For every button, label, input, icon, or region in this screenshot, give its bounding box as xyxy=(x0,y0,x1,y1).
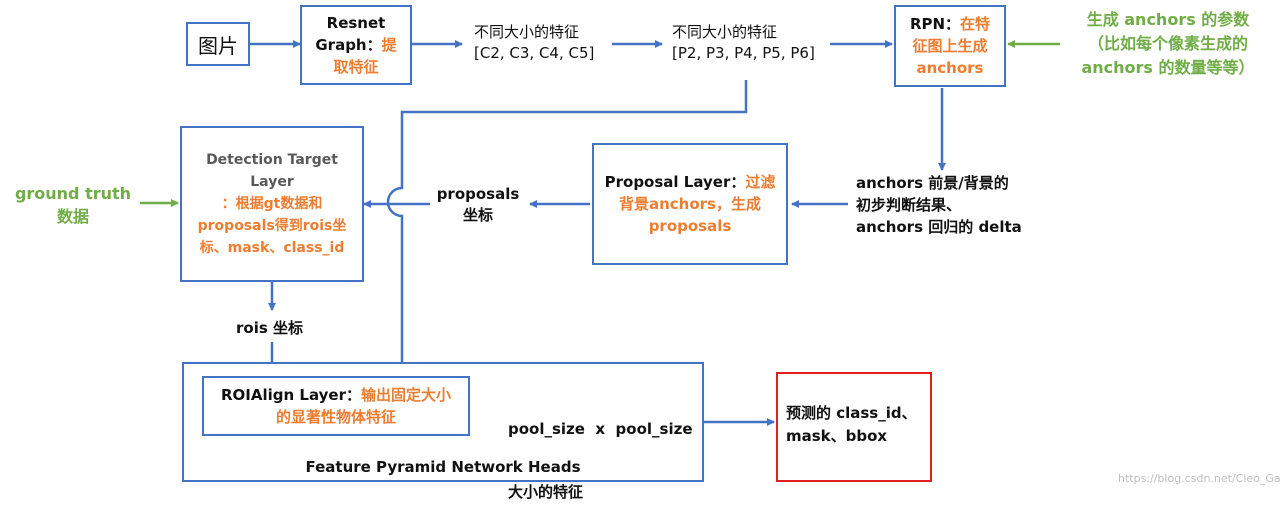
proposal-layer-desc-a: 过滤 xyxy=(745,173,776,191)
pool-size-line1: pool_size x pool_size xyxy=(508,420,693,438)
pool-size-label: pool_size x pool_size 大小的特征 xyxy=(508,377,693,524)
proposals-coords-line1: proposals xyxy=(436,185,520,203)
rois-coords-label: rois 坐标 xyxy=(236,319,303,337)
detection-target-desc-a: ：根据gt数据和 xyxy=(221,196,323,212)
prediction-node: 预测的 class_id、 mask、bbox xyxy=(776,372,932,482)
arrow-p-features-to-roialign xyxy=(386,80,748,375)
prediction-line1: 预测的 class_id、 xyxy=(786,404,917,422)
ground-truth-line2: 数据 xyxy=(56,207,89,226)
watermark: https://blog.csdn.net/Cleo_Gao xyxy=(1118,472,1280,485)
image-input-label: 图片 xyxy=(198,33,238,58)
detection-target-title: Detection Target Layer xyxy=(206,152,338,190)
proposal-layer-title: Proposal Layer： xyxy=(604,173,746,191)
roialign-title: ROIAlign Layer： xyxy=(221,386,361,404)
rpn-desc-b: 征图上生成 xyxy=(912,37,988,55)
resnet-desc-a: 提 xyxy=(381,36,397,54)
proposals-coords-line2: 坐标 xyxy=(462,206,493,224)
anchor-params-line1: 生成 anchors 的参数 xyxy=(1086,10,1250,29)
ground-truth-label: ground truth 数据 xyxy=(10,182,136,228)
rpn-output-line1: anchors 前景/背景的 xyxy=(856,174,1009,192)
anchor-params-label: 生成 anchors 的参数 （比如每个像素生成的 anchors 的数量等等） xyxy=(1058,8,1278,80)
connector-layer xyxy=(140,40,1060,426)
resnet-graph-label: Graph： xyxy=(315,36,382,54)
rpn-node: RPN：在特 征图上生成 anchors xyxy=(894,5,1006,87)
resnet-title: Resnet xyxy=(326,14,386,32)
rpn-desc-a: 在特 xyxy=(960,15,991,33)
anchor-params-line2: （比如每个像素生成的 xyxy=(1087,34,1248,53)
detection-target-desc-b: proposals得到rois坐 xyxy=(197,218,347,234)
roialign-desc-a: 输出固定大小 xyxy=(360,386,451,404)
fpn-heads-label: Feature Pyramid Network Heads xyxy=(305,458,581,476)
detection-target-node: Detection Target Layer ：根据gt数据和 proposal… xyxy=(180,126,364,282)
c-features-line2: [C2, C3, C4, C5] xyxy=(474,44,595,62)
prediction-line2: mask、bbox xyxy=(786,427,888,445)
p-features-line1: 不同大小的特征 xyxy=(672,23,778,41)
pool-size-line2: 大小的特征 xyxy=(508,483,584,501)
roialign-desc-b: 的显著性物体特征 xyxy=(275,408,396,426)
p-features-line2: [P2, P3, P4, P5, P6] xyxy=(672,44,815,62)
c-features-line1: 不同大小的特征 xyxy=(474,23,580,41)
image-input-node: 图片 xyxy=(186,22,250,66)
roialign-node: ROIAlign Layer：输出固定大小 的显著性物体特征 xyxy=(202,376,470,436)
proposal-layer-node: Proposal Layer：过滤 背景anchors，生成 proposals xyxy=(592,143,788,265)
p-features-label: 不同大小的特征 [P2, P3, P4, P5, P6] xyxy=(672,22,815,64)
resnet-desc-b: 取特征 xyxy=(333,58,379,76)
proposal-layer-desc-c: proposals xyxy=(648,217,732,235)
rpn-title: RPN： xyxy=(909,15,961,33)
proposal-layer-desc-b: 背景anchors，生成 xyxy=(618,195,761,213)
detection-target-desc-c: 标、mask、class_id xyxy=(199,240,345,256)
rpn-desc-c: anchors xyxy=(916,59,984,77)
rpn-output-line2: 初步判断结果、 xyxy=(856,196,962,214)
anchor-params-line3: anchors 的数量等等） xyxy=(1081,58,1255,77)
proposals-coords-label: proposals 坐标 xyxy=(436,184,520,226)
ground-truth-line1: ground truth xyxy=(14,184,132,203)
resnet-node: Resnet Graph：提 取特征 xyxy=(300,5,412,85)
rpn-output-label: anchors 前景/背景的 初步判断结果、 anchors 回归的 delta xyxy=(856,172,1022,238)
rpn-output-line3: anchors 回归的 delta xyxy=(856,218,1022,236)
c-features-label: 不同大小的特征 [C2, C3, C4, C5] xyxy=(474,22,594,64)
